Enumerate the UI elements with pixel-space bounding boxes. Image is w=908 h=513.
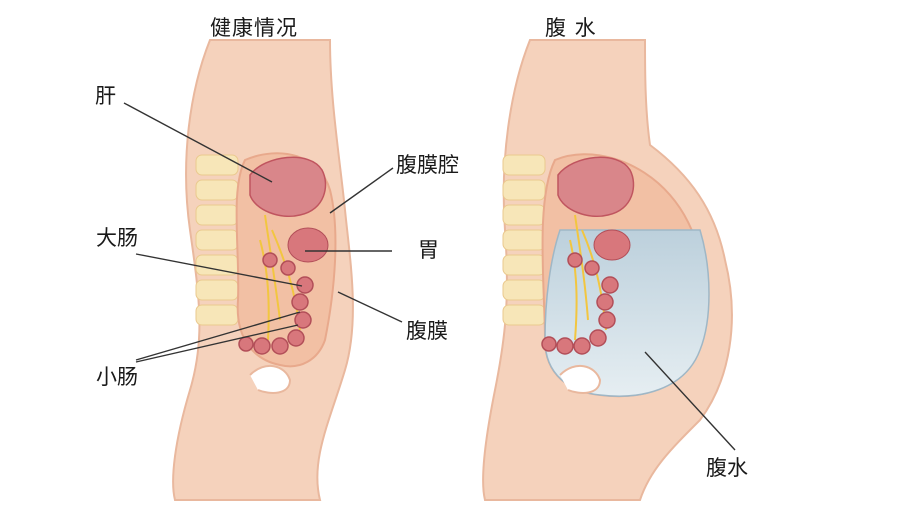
healthy-spine (195, 154, 239, 326)
ascites-spine (502, 154, 546, 326)
label-ascites: 腹水 (706, 456, 748, 480)
leader-ascites (644, 351, 736, 451)
label-small-intestine: 小肠 (96, 365, 138, 389)
leader-small-intestine-2 (135, 324, 299, 363)
ascites-title: 腹 水 (545, 16, 597, 40)
ascites-figure (482, 39, 733, 501)
healthy-pelvis (249, 365, 292, 394)
ascites-pelvis (559, 365, 602, 394)
label-peritoneal-cavity: 腹膜腔 (396, 153, 459, 177)
healthy-figure (172, 39, 354, 501)
leader-lines (123, 102, 736, 451)
healthy-intestines (238, 252, 314, 355)
ascites-intestines (541, 252, 619, 355)
label-large-intestine: 大肠 (96, 226, 138, 250)
healthy-stomach (287, 227, 329, 263)
ascites-stomach (593, 229, 631, 261)
healthy-title: 健康情况 (210, 16, 298, 40)
leader-liver (123, 102, 273, 183)
leader-peritoneum (337, 291, 403, 323)
healthy-liver (249, 156, 327, 217)
leader-large-intestine (135, 253, 303, 287)
leader-small-intestine-1 (135, 311, 301, 361)
label-stomach: 胃 (418, 238, 439, 262)
label-peritoneum: 腹膜 (406, 319, 448, 343)
label-liver: 肝 (95, 84, 116, 108)
leader-peritoneal-cavity (329, 167, 394, 214)
ascites-liver (557, 156, 635, 217)
